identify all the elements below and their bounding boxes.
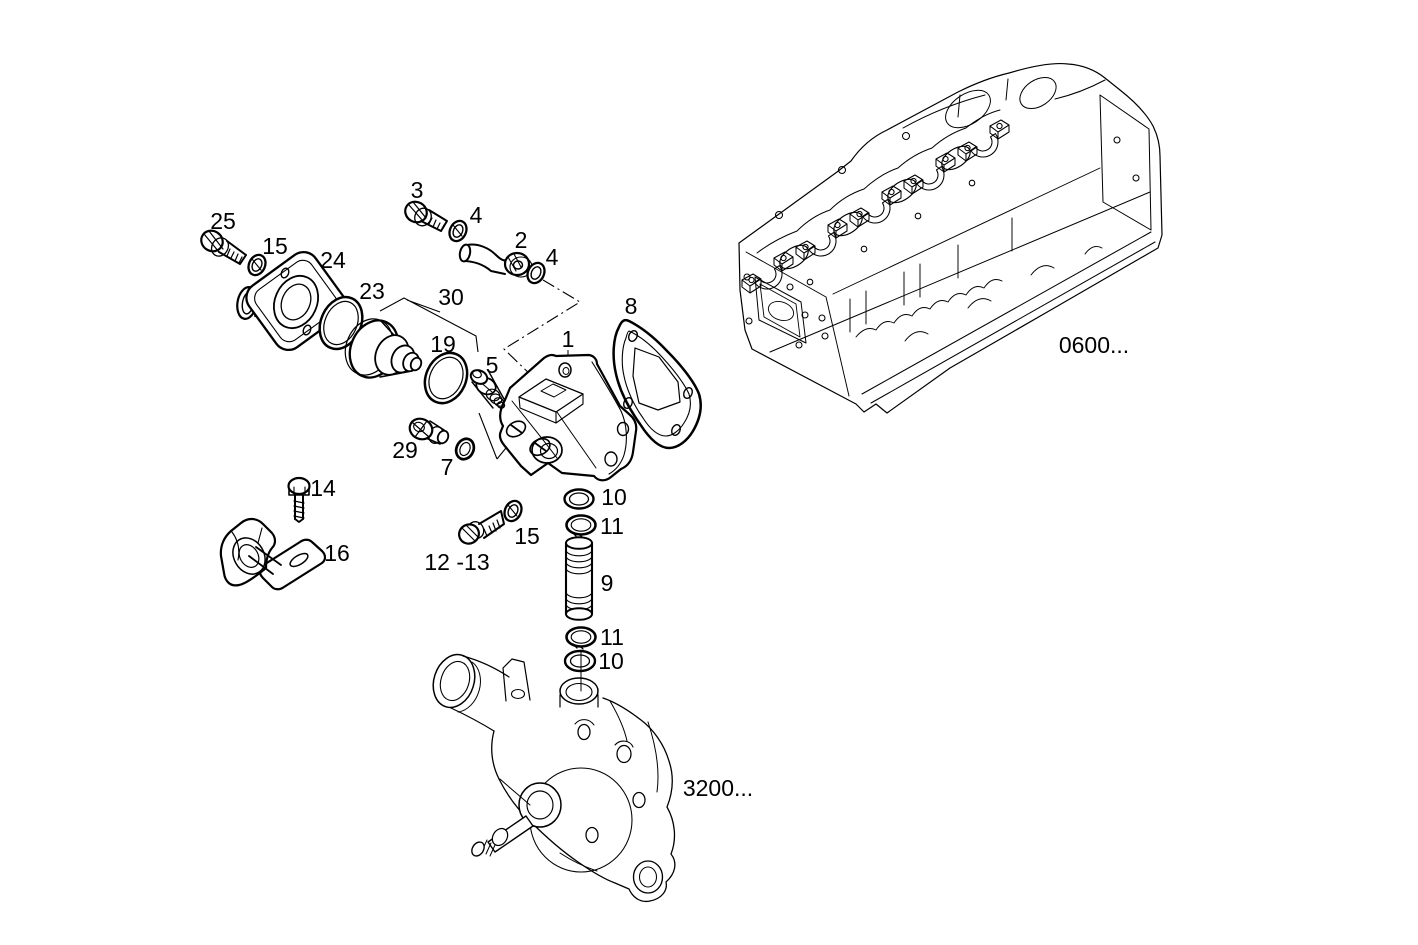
group-30-bracket [379,297,479,353]
part-29-plug [408,417,450,445]
callout-8: 8 [625,293,638,319]
part-4-washer-lower [526,261,546,285]
part-16-clamp-bracket [219,517,327,591]
part-2-vent-pipe [458,243,533,278]
part-1-thermostat-housing [498,353,638,482]
callout-1: 1 [562,326,575,352]
callout-12-13: 12 -13 [424,549,489,575]
reference-3200: 3200... [683,775,753,801]
callout-30: 30 [438,284,464,310]
callout-9: 9 [601,570,614,596]
callout-2: 2 [515,227,528,253]
part-11-snap-ring-lower [565,626,597,650]
part-12-13-bolt [458,510,505,545]
callout-4a: 4 [470,202,483,228]
water-pump-drawing [432,653,676,903]
callout-25: 25 [210,208,236,234]
callout-10a: 10 [601,484,627,510]
part-19-seal-ring [423,351,469,405]
callout-10b: 10 [598,648,624,674]
part-11-snap-ring-upper [565,514,597,538]
part-8-gasket [612,318,702,450]
callout-5: 5 [486,352,499,378]
callout-3: 3 [411,177,424,203]
callout-24: 24 [320,247,346,273]
part-7-o-ring [454,437,476,461]
callout-7: 7 [441,454,454,480]
callout-23: 23 [359,278,385,304]
part-9-connecting-tube [564,536,594,621]
callout-16: 16 [324,540,350,566]
callout-15b: 15 [514,523,540,549]
callout-labels: 25 15 24 23 30 19 3 4 2 4 8 1 5 29 7 14 … [210,177,1129,801]
reference-0600: 0600... [1059,332,1129,358]
part-10-seal-upper [563,488,595,510]
callout-11a: 11 [600,513,624,539]
callout-14: 14 [310,475,336,501]
callout-11b: 11 [600,624,624,650]
part-15-washer-upper [247,253,267,277]
part-3-union-bolt [404,200,448,232]
part-10-seal-lower [563,649,597,692]
part-25-bolt [200,229,247,265]
callout-4b: 4 [546,244,559,270]
callout-29: 29 [392,437,418,463]
part-4-washer-upper [448,219,468,243]
cylinder-head-drawing [738,62,1163,414]
callout-19: 19 [430,331,456,357]
callout-15a: 15 [262,233,288,259]
part-15-washer-lower [503,499,523,523]
part-5-temperature-sensor [469,369,506,409]
part-14-bolt [287,476,311,523]
part-30-thermostat [344,318,423,379]
